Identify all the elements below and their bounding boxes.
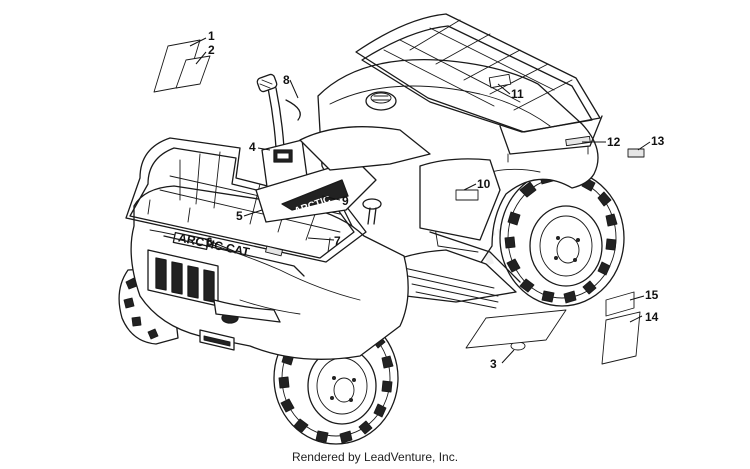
decal-13-shape bbox=[627, 148, 645, 158]
callout-10: 10 bbox=[477, 177, 491, 191]
callout-2: 2 bbox=[208, 43, 215, 57]
decal-lower-shape bbox=[465, 309, 567, 349]
callout-9: 9 bbox=[342, 194, 349, 208]
decal-14-shape bbox=[601, 311, 641, 365]
front-rack bbox=[125, 137, 367, 277]
callouts: 1 2 3 4 5 6 7 8 9 10 11 12 13 14 15 bbox=[206, 29, 665, 371]
footer-credit: Rendered by LeadVenture, Inc. bbox=[291, 450, 459, 464]
leader-lines bbox=[189, 37, 651, 364]
front-body: ARCTIC CAT bbox=[130, 185, 409, 360]
handlebar-assembly: ARCTIC bbox=[255, 73, 431, 225]
loose-decals bbox=[153, 39, 645, 365]
side-panel bbox=[419, 158, 501, 241]
callout-4: 4 bbox=[249, 140, 256, 154]
callout-1: 1 bbox=[208, 29, 215, 43]
callout-8: 8 bbox=[283, 73, 290, 87]
callout-7: 7 bbox=[334, 234, 341, 248]
callout-6: 6 bbox=[206, 235, 213, 249]
callout-3: 3 bbox=[490, 357, 497, 371]
callout-15: 15 bbox=[645, 288, 659, 302]
decal-15-shape bbox=[605, 291, 635, 317]
decal-12-shape bbox=[565, 135, 591, 147]
rear-rack bbox=[355, 13, 603, 163]
callout-11: 11 bbox=[511, 87, 524, 101]
rear-right-wheel bbox=[499, 169, 625, 307]
callout-12: 12 bbox=[607, 135, 621, 149]
callout-5: 5 bbox=[236, 209, 243, 223]
callout-14: 14 bbox=[645, 310, 659, 324]
decal-10-shape bbox=[455, 189, 479, 201]
callout-13: 13 bbox=[651, 134, 665, 148]
